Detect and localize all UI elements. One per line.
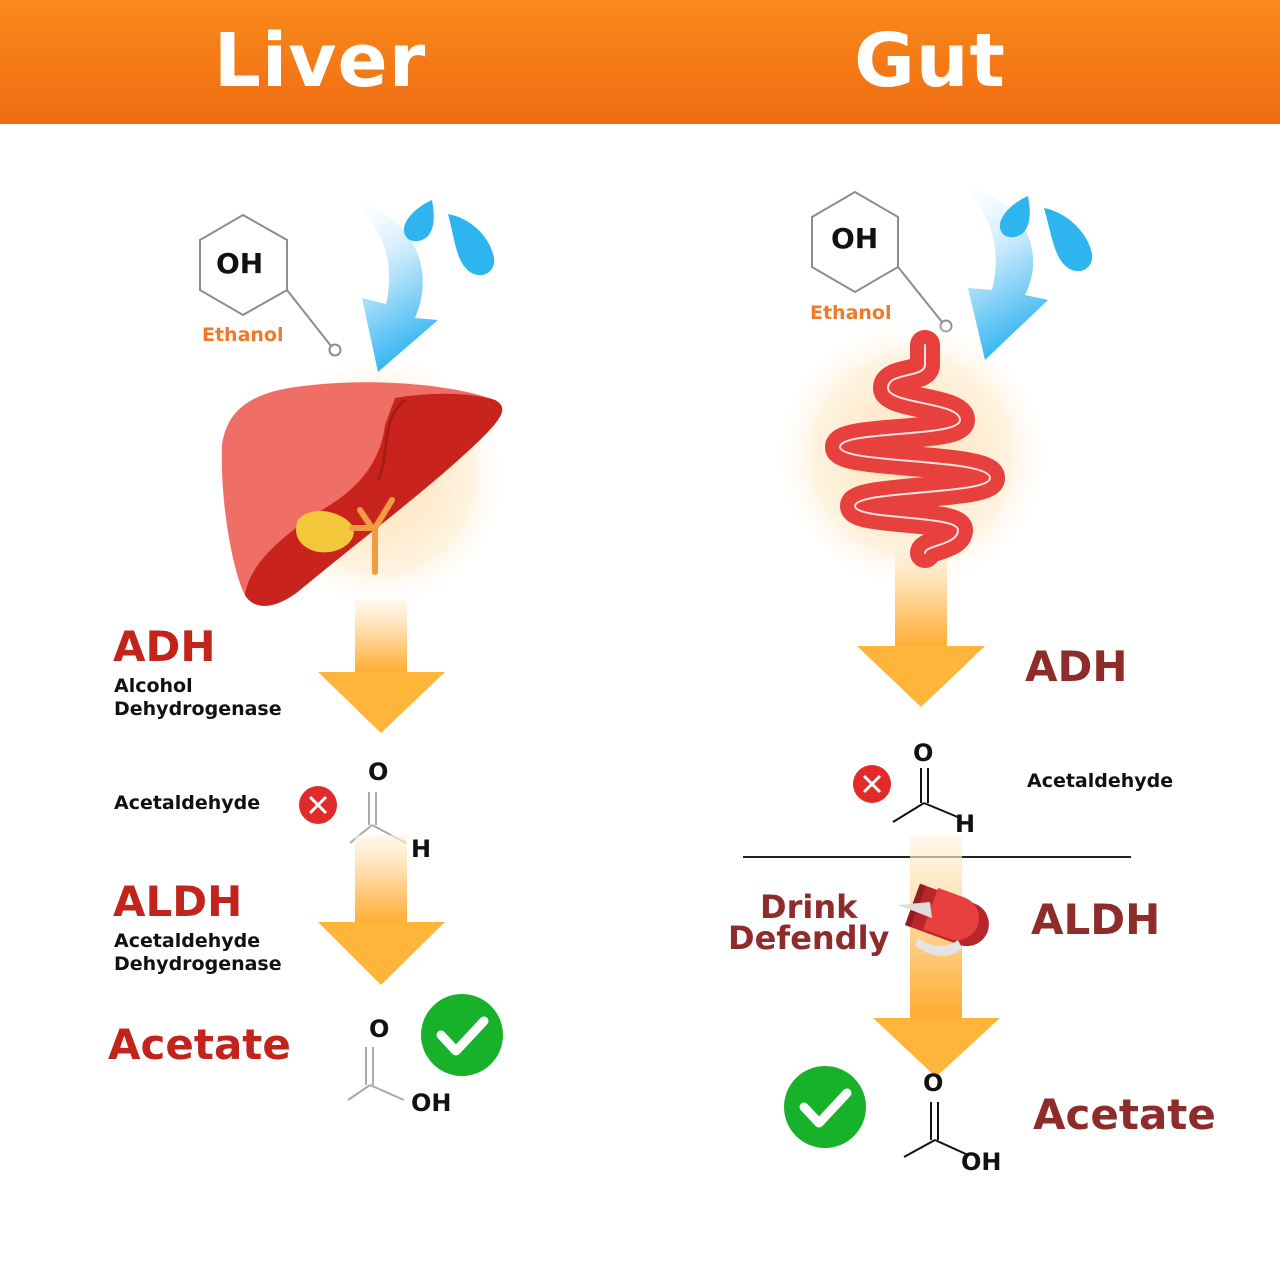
liver-acetaldehyde-h: H (411, 835, 432, 863)
gut-acetaldehyde-h: H (955, 810, 976, 838)
gut-acetate-molecule (903, 1102, 969, 1158)
gut-acetate-oh: OH (961, 1148, 1002, 1176)
liver-adh-arrow-icon (318, 600, 445, 733)
liver-adh-label: ADH (113, 622, 216, 671)
liver-ethanol-molecule (199, 213, 342, 357)
liver-ethanol-atom (328, 343, 342, 357)
liver-aldh-arrow-icon (318, 835, 445, 985)
liver-aldh-full-line1: Acetaldehyde (114, 930, 261, 952)
liver-aldh-full-line2: Dehydrogenase (114, 953, 282, 975)
header-bar: Liver Gut (0, 0, 1280, 124)
liver-acetate-o: O (369, 1015, 390, 1043)
gut-acetaldehyde-o: O (913, 739, 934, 767)
liver-cross-icon (299, 786, 337, 824)
liver-acetate-molecule (347, 1047, 405, 1101)
gut-ethanol-label: Ethanol (810, 302, 892, 324)
liver-ethanol-oh: OH (216, 247, 264, 280)
gut-acetaldehyde-label: Acetaldehyde (1027, 770, 1174, 792)
gut-acetate-label: Acetate (1033, 1090, 1216, 1139)
gut-cross-icon (853, 765, 891, 803)
liver-ethanol-ring (199, 213, 288, 317)
gut-water-drop-icon (999, 196, 1093, 272)
gut-check-icon (784, 1066, 866, 1148)
gut-intestine-icon (825, 330, 1005, 568)
liver-acetate-oh: OH (411, 1089, 452, 1117)
liver-aldh-label: ALDH (113, 877, 243, 926)
gut-product-line1: Drink (760, 888, 858, 926)
liver-adh-full-line2: Dehydrogenase (114, 698, 282, 720)
gut-capsule-icon (898, 883, 989, 956)
gut-ethanol-oh: OH (831, 222, 879, 255)
gut-title: Gut (854, 18, 1006, 104)
liver-water-drop-icon (403, 200, 495, 276)
gut-product-line2: Defendly (728, 919, 890, 957)
liver-inflow-arrow-icon (352, 198, 438, 372)
gut-inflow-arrow-icon (962, 183, 1048, 360)
liver-title: Liver (213, 18, 427, 104)
gut-adh-label: ADH (1025, 642, 1128, 691)
liver-ethanol-label: Ethanol (202, 324, 284, 346)
liver-acetaldehyde-label: Acetaldehyde (114, 792, 261, 814)
liver-adh-full-line1: Alcohol (114, 675, 193, 697)
liver-acetaldehyde-o: O (368, 758, 389, 786)
liver-icon (221, 382, 503, 606)
gut-aldh-label: ALDH (1031, 895, 1161, 944)
liver-ethanol-bond (286, 289, 332, 347)
gut-aldh-arrow-icon (873, 835, 1000, 1077)
liver-check-icon (421, 994, 503, 1076)
gut-acetate-o: O (923, 1069, 944, 1097)
liver-acetate-label: Acetate (108, 1020, 291, 1069)
gut-acetaldehyde-molecule (892, 768, 961, 823)
